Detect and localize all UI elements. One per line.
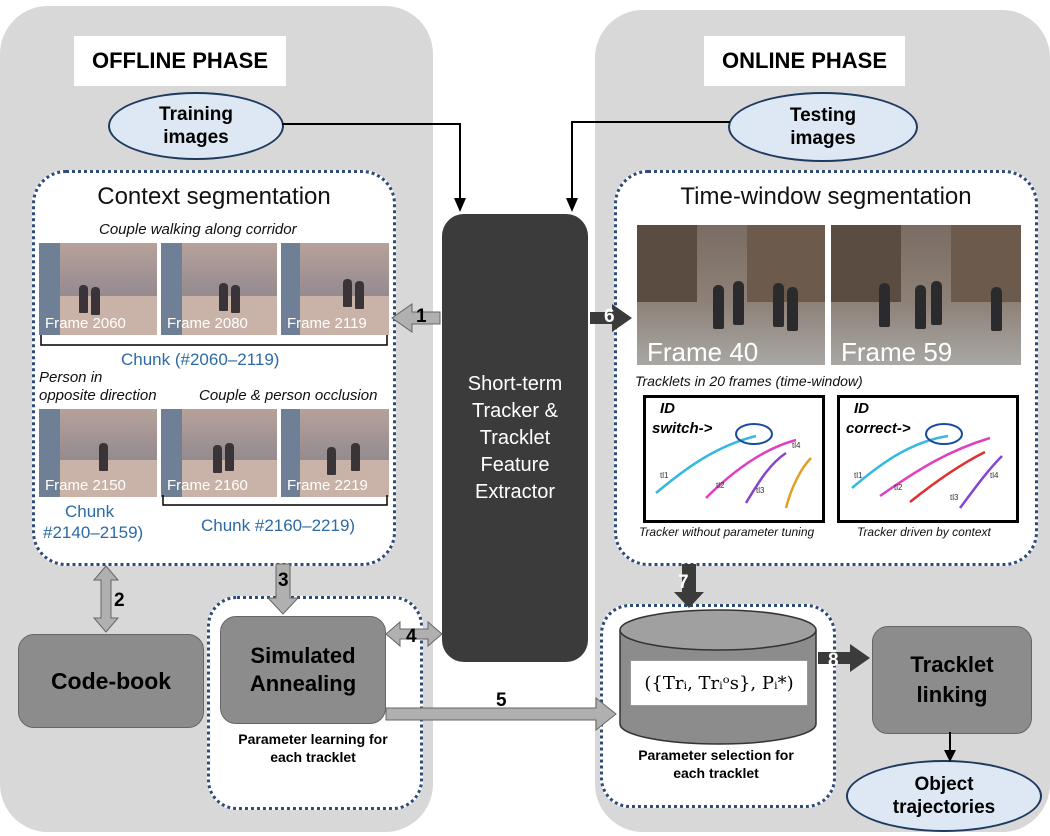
short-term-tracker-label: Short-term Tracker & Tracklet Feature Ex…: [467, 372, 563, 503]
caption-person-opposite-1: Person in: [39, 369, 103, 386]
parameter-learning-label: Parameter learning for each tracklet: [238, 731, 388, 765]
frame-label: Frame 2160: [167, 477, 248, 494]
corridor-frame-2160: Frame 2160: [161, 409, 277, 497]
step-5-label: 5: [496, 690, 507, 711]
tracklet-label: tl3: [756, 486, 765, 495]
tracklets-caption: Tracklets in 20 frames (time-window): [635, 373, 863, 389]
time-window-panel: Time-window segmentation Frame 40 Frame …: [614, 170, 1038, 566]
code-book-box: Code-book: [18, 634, 204, 728]
simulated-annealing-label: Simulated Annealing: [249, 643, 357, 696]
chunk-1-bracket: [40, 335, 388, 346]
code-book-label: Code-book: [50, 667, 172, 694]
step-4-label: 4: [406, 626, 417, 647]
frame-label: Frame 2060: [45, 315, 126, 332]
frame-label: Frame 2080: [167, 315, 248, 332]
context-segmentation-panel: Context segmentation Couple walking alon…: [32, 170, 396, 566]
chunk-2-label-b: #2140–2159): [43, 523, 144, 542]
corridor-frame-2080: Frame 2080: [161, 243, 277, 335]
id-correct-label-2: correct->: [846, 420, 911, 437]
tracklet-linking-box: Tracklet linking: [872, 626, 1032, 734]
step-7-label: 7: [678, 572, 689, 593]
online-phase-title: ONLINE PHASE: [704, 36, 906, 86]
street-frame-40: Frame 40: [637, 225, 825, 365]
corridor-frame-2219: Frame 2219: [281, 409, 389, 497]
object-trajectories-label: Object trajectories: [892, 774, 996, 818]
tracklet-label: tl1: [854, 471, 863, 480]
testing-images-ellipse: Testing images: [728, 92, 918, 162]
context-segmentation-title: Context segmentation: [97, 183, 331, 210]
tracklet-label: tl2: [894, 483, 903, 492]
object-trajectories-ellipse: Object trajectories: [846, 760, 1042, 832]
short-term-tracker-box: Short-term Tracker & Tracklet Feature Ex…: [442, 214, 588, 662]
caption-occlusion: Couple & person occlusion: [199, 387, 378, 404]
frame-label: Frame 40: [647, 337, 759, 365]
caption-driven-by-context: Tracker driven by context: [857, 525, 991, 539]
frame-label: Frame 2119: [287, 315, 367, 332]
chunk-3-bracket: [162, 495, 388, 506]
caption-person-opposite-2: opposite direction: [39, 387, 157, 404]
tracklet-label: tl1: [660, 471, 669, 480]
tracklet-linking-label: Tracklet linking: [910, 652, 994, 707]
time-window-title: Time-window segmentation: [680, 183, 972, 210]
training-images-label: Training images: [159, 104, 233, 148]
street-frame-59: Frame 59: [831, 225, 1021, 365]
frame-label: Frame 2219: [287, 477, 368, 494]
tracklet-label: tl4: [990, 471, 999, 480]
training-images-ellipse: Training images: [108, 92, 284, 160]
id-switch-label-1: ID: [660, 400, 675, 417]
step-1-label: 1: [416, 306, 427, 327]
caption-without-tuning: Tracker without parameter tuning: [639, 525, 815, 539]
tracker-without-tuning-plot: tl1 tl2 tl3 tl4 ID switch->: [643, 395, 825, 523]
id-switch-label-2: switch->: [652, 420, 713, 437]
frame-label: Frame 59: [841, 337, 953, 365]
step-2-label: 2: [114, 590, 125, 611]
tracklet-label: tl2: [716, 481, 725, 490]
corridor-frame-2060: Frame 2060: [39, 243, 157, 335]
corridor-frame-2119: Frame 2119: [281, 243, 389, 335]
testing-images-label: Testing images: [789, 105, 857, 149]
frame-label: Frame 2150: [45, 477, 126, 494]
tracklet-label: tl4: [792, 441, 801, 450]
parameter-selection-label: Parameter selection for each tracklet: [638, 747, 794, 781]
corridor-frame-2150: Frame 2150: [39, 409, 157, 497]
chunk-2-label-a: Chunk: [65, 502, 115, 521]
step-8-label: 8: [828, 650, 839, 671]
tracker-driven-by-context-plot: tl1 tl2 tl3 tl4 ID correct->: [837, 395, 1019, 523]
simulated-annealing-box: Simulated Annealing: [220, 616, 386, 724]
offline-phase-title: OFFLINE PHASE: [74, 36, 287, 86]
parameter-formula: ({Trᵢ, Trᵢᵒs}, Pᵢ*): [630, 660, 808, 706]
tracklet-label: tl3: [950, 493, 959, 502]
chunk-3-label: Chunk #2160–2219): [201, 516, 356, 535]
step-6-label: 6: [604, 306, 615, 327]
step-3-label: 3: [278, 570, 289, 591]
chunk-1-label: Chunk (#2060–2119): [121, 350, 280, 369]
caption-couple-walking: Couple walking along corridor: [99, 221, 297, 238]
id-correct-label-1: ID: [854, 400, 869, 417]
